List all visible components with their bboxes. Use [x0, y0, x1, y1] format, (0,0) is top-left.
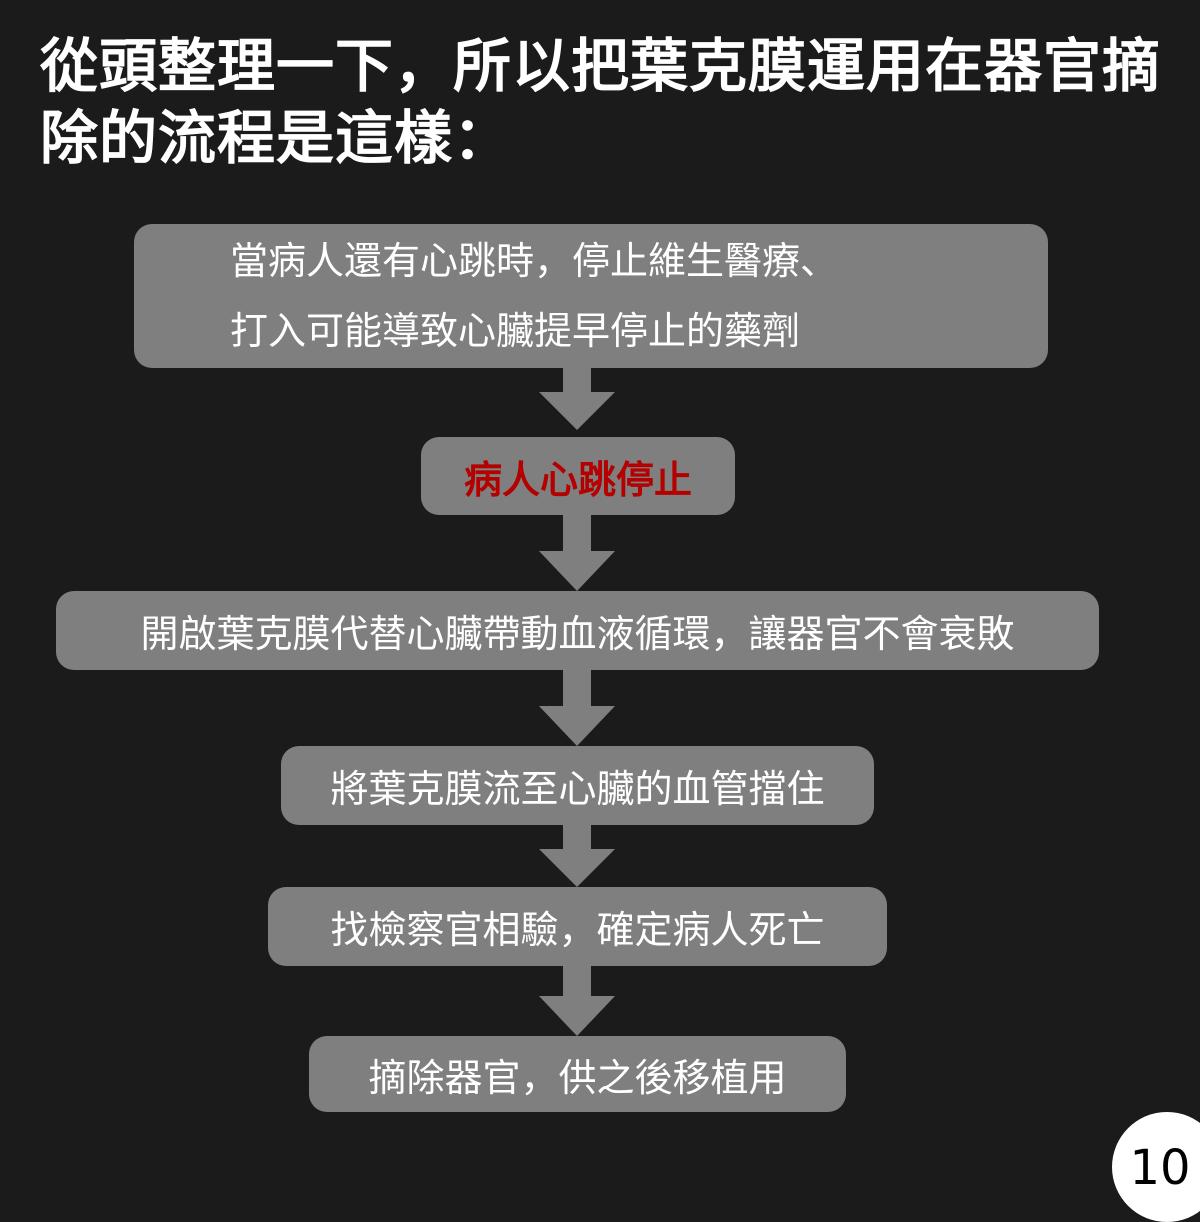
step-2-label: 病人心跳停止 [463, 457, 692, 502]
page-number: 10 [1129, 1140, 1191, 1196]
page-title: 從頭整理一下，所以把葉克膜運用在器官摘 除的流程是這樣： [40, 30, 1160, 174]
step-3-label: 開啟葉克膜代替心臟帶動血液循環，讓器官不會衰敗 [140, 612, 1015, 656]
step-5-box: 找檢察官相驗，確定病人死亡 [268, 887, 887, 966]
arrow-down-icon-3 [539, 670, 615, 746]
step-4-box: 將葉克膜流至心臟的血管擋住 [281, 746, 874, 825]
step-1-line-2: 打入可能導致心臟提早停止的藥劑 [230, 309, 801, 353]
step-1-line-1: 當病人還有心跳時，停止維生醫療、 [230, 239, 839, 283]
arrow-down-icon-4 [539, 825, 615, 887]
step-4-label: 將葉克膜流至心臟的血管擋住 [330, 767, 825, 811]
step-6-label: 摘除器官，供之後移植用 [368, 1055, 787, 1100]
arrow-down-icon-2 [539, 515, 615, 591]
arrow-down-icon-5 [539, 966, 615, 1036]
step-1-box: 當病人還有心跳時，停止維生醫療、 打入可能導致心臟提早停止的藥劑 [134, 224, 1048, 368]
step-2-box: 病人心跳停止 [421, 437, 735, 515]
title-line-1: 從頭整理一下，所以把葉克膜運用在器官摘 [40, 32, 1162, 100]
step-3-box: 開啟葉克膜代替心臟帶動血液循環，讓器官不會衰敗 [56, 591, 1099, 670]
arrow-down-icon-1 [539, 368, 615, 430]
step-6-box: 摘除器官，供之後移植用 [309, 1036, 846, 1112]
title-line-2: 除的流程是這樣： [40, 104, 513, 172]
step-5-label: 找檢察官相驗，確定病人死亡 [330, 908, 825, 952]
